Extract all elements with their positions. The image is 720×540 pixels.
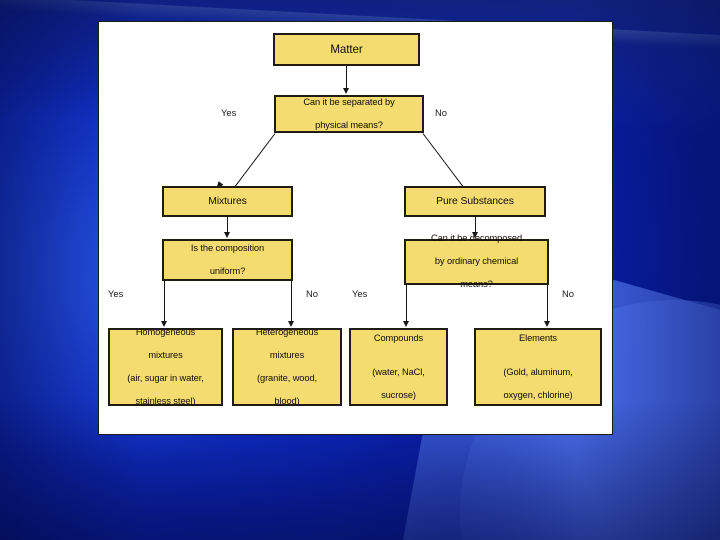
edge-label-q3-yes: Yes <box>352 288 368 299</box>
edge-label-q2-no: No <box>306 288 318 299</box>
q2-line2: uniform? <box>209 265 246 276</box>
node-compounds-text: Compounds (water, NaCl, sucrose) <box>353 333 444 401</box>
node-elements-text: Elements (Gold, aluminum, oxygen, chlori… <box>478 333 598 401</box>
node-matter-label: Matter <box>330 42 363 56</box>
arrowhead-pure-to-q3 <box>471 232 478 238</box>
connector-pure-to-q3 <box>475 217 476 233</box>
arrowhead-q2-no <box>287 321 294 327</box>
node-question-composition[interactable]: Is the composition uniform? <box>162 239 293 281</box>
homogeneous-line1: Homogeneous <box>135 327 196 338</box>
node-question-separated[interactable]: Can it be separated by physical means? <box>274 95 424 133</box>
homogeneous-line3: (air, sugar in water, <box>127 372 204 383</box>
edge-label-q3-no: No <box>562 288 574 299</box>
compounds-line1: Compounds <box>373 332 424 343</box>
diagram-panel: Matter Can it be separated by physical m… <box>99 22 612 434</box>
node-heterogeneous-mixtures[interactable]: Heterogeneous mixtures (granite, wood, b… <box>232 327 342 407</box>
node-elements[interactable]: Elements (Gold, aluminum, oxygen, chlori… <box>474 328 602 406</box>
connector-q2-no <box>291 281 292 322</box>
compounds-line3: (water, NaCl, <box>372 367 425 377</box>
q1-line1: Can it be separated by <box>303 96 395 107</box>
heterogeneous-line2: mixtures <box>269 349 305 360</box>
q1-line2: physical means? <box>315 119 383 130</box>
arrowhead-q3-no <box>543 321 550 327</box>
q2-line1: Is the composition <box>190 242 265 253</box>
node-question-decomposed-text: Can it be decomposed by ordinary chemica… <box>408 233 545 290</box>
arrowhead-q2-yes <box>160 321 167 327</box>
node-mixtures[interactable]: Mixtures <box>162 186 293 217</box>
heterogeneous-line4: blood) <box>274 395 300 406</box>
node-question-decomposed[interactable]: Can it be decomposed by ordinary chemica… <box>404 233 549 289</box>
node-pure-substances-label: Pure Substances <box>436 195 514 207</box>
compounds-line4: sucrose) <box>381 389 416 400</box>
node-pure-substances[interactable]: Pure Substances <box>404 186 546 217</box>
connector-q3-no <box>547 285 548 322</box>
node-compounds[interactable]: Compounds (water, NaCl, sucrose) <box>349 328 448 406</box>
elements-line1: Elements <box>519 332 557 343</box>
node-question-separated-text: Can it be separated by physical means? <box>278 97 420 131</box>
heterogeneous-line3: (granite, wood, <box>257 372 317 383</box>
arrowhead-q3-yes <box>402 321 409 327</box>
arrowhead-mixtures-to-q2 <box>223 232 230 238</box>
elements-line4: oxygen, chlorine) <box>503 389 573 400</box>
connector-matter-to-q1 <box>346 66 347 89</box>
elements-line3: (Gold, aluminum, <box>503 367 573 377</box>
q3-line3: means? <box>460 279 493 290</box>
node-homogeneous-mixtures[interactable]: Homogeneous mixtures (air, sugar in wate… <box>108 327 223 407</box>
edge-label-q1-yes: Yes <box>221 107 237 118</box>
q3-line2: by ordinary chemical <box>434 256 519 267</box>
node-matter[interactable]: Matter <box>273 33 420 66</box>
connector-q2-yes <box>164 281 165 322</box>
connector-q3-yes <box>406 285 407 322</box>
homogeneous-line2: mixtures <box>148 349 183 360</box>
edge-label-q2-yes: Yes <box>108 288 124 299</box>
node-question-composition-text: Is the composition uniform? <box>166 243 289 277</box>
connector-mixtures-to-q2 <box>227 217 228 233</box>
q3-line1: Can it be decomposed <box>430 233 523 244</box>
homogeneous-line4: stainless steel) <box>135 395 196 406</box>
node-heterogeneous-text: Heterogeneous mixtures (granite, wood, b… <box>236 327 338 407</box>
node-homogeneous-text: Homogeneous mixtures (air, sugar in wate… <box>112 327 219 407</box>
arrowhead-matter-to-q1 <box>342 88 349 94</box>
heterogeneous-line1: Heterogeneous <box>255 327 319 338</box>
node-mixtures-label: Mixtures <box>208 195 247 207</box>
edge-label-q1-no: No <box>435 107 447 118</box>
